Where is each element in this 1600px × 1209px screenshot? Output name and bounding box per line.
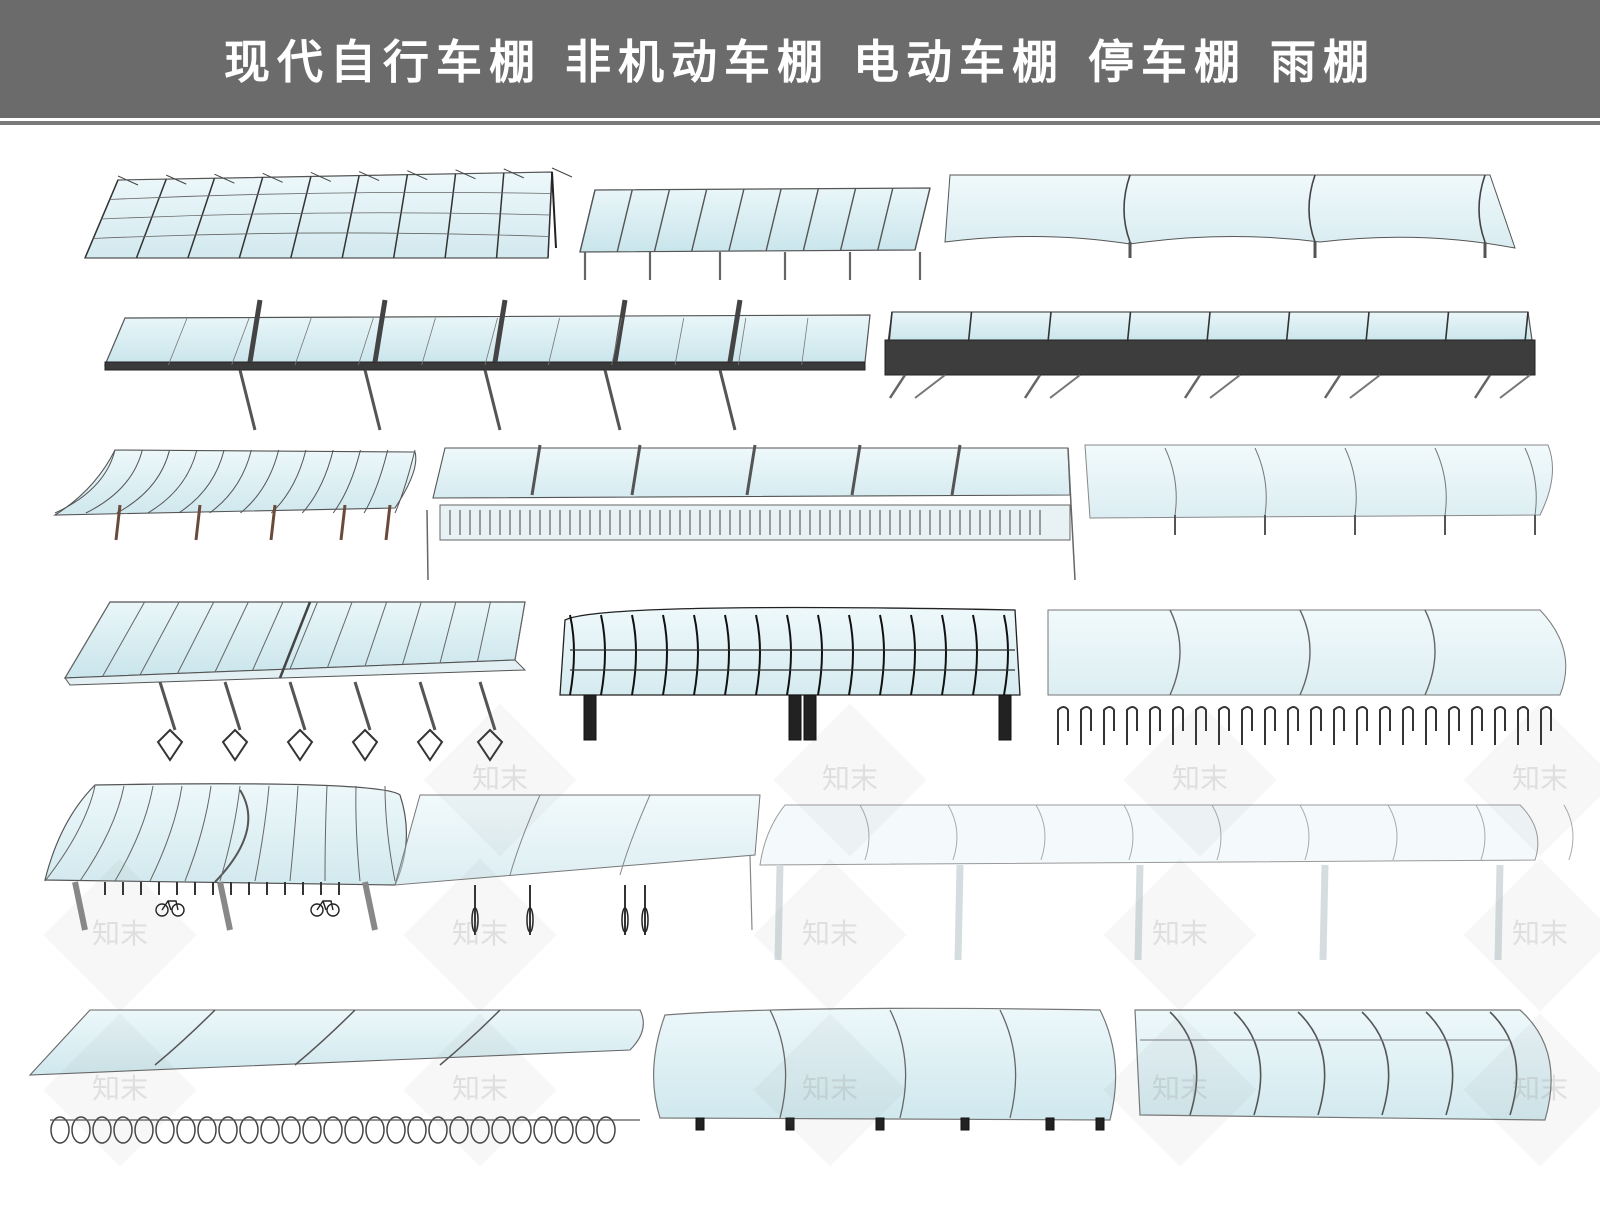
header-divider	[0, 121, 1600, 125]
shelter-flat-pergola	[579, 187, 931, 280]
page-title: 现代自行车棚 非机动车棚 电动车棚 停车棚 雨棚	[223, 35, 1377, 89]
shelter-dark-ribbed-barrel	[559, 606, 1021, 741]
shelter-tilted-panel	[63, 601, 527, 762]
shelter-segmented-tunnel	[1134, 1009, 1552, 1121]
shelter-curved-with-bikes	[44, 783, 407, 931]
shelter-curved-edge-canopy	[1084, 444, 1553, 535]
shelter-arched-cable	[84, 167, 573, 259]
shelter-white-barrel	[759, 804, 1574, 961]
shelter-gallery	[28, 167, 1574, 1144]
shelter-dark-frame-strut	[884, 311, 1536, 399]
header-banner	[0, 0, 1600, 118]
shelter-tilted-glass	[394, 794, 761, 935]
shelter-flat-glass-cantilever	[104, 299, 871, 431]
shelter-glass-barrel-rack-row	[28, 1009, 644, 1144]
shelter-long-flat-canopy-racks	[426, 444, 1076, 581]
shelter-curved-cantilever	[53, 449, 417, 541]
shelter-tensile-membrane	[944, 174, 1516, 258]
shelter-barrel-with-racks	[1047, 609, 1567, 745]
shelter-glass-tunnel	[652, 1007, 1117, 1131]
